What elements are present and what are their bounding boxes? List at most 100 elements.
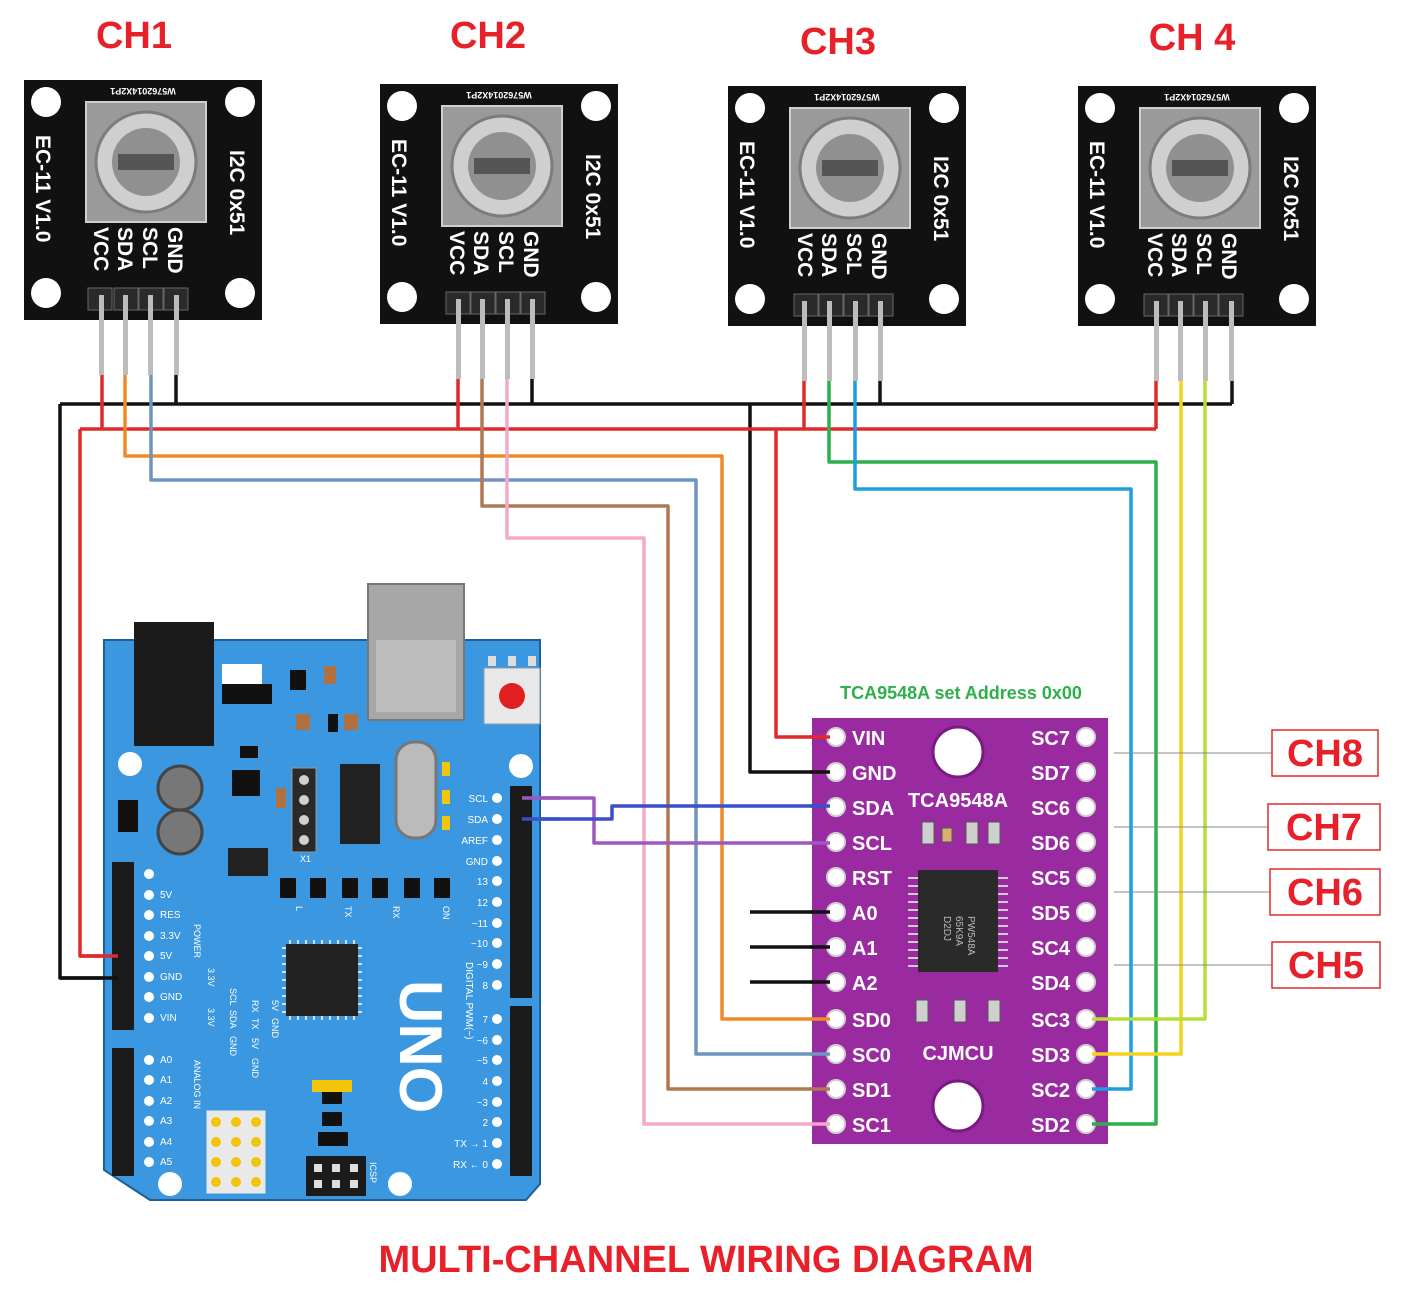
ch5-tag-box	[1271, 941, 1381, 989]
wire-ch1-sda	[123, 345, 830, 1021]
ch4-title: CH 4	[1149, 17, 1236, 59]
mux-pin-sc4: SC4	[1031, 938, 1071, 960]
power-pin-res: RES	[160, 910, 181, 921]
mount-hole	[225, 87, 255, 117]
analog-pin-a1: A1	[160, 1075, 173, 1086]
mux-pin-sd4: SD4	[1031, 973, 1071, 995]
pin-label-sda: SDA	[469, 231, 492, 275]
mux-pin-sc1: SC1	[852, 1115, 891, 1137]
mux-wire-ends	[810, 735, 1110, 1126]
capacitor	[156, 808, 204, 856]
digital-pin-0: RX ← 0	[453, 1160, 488, 1171]
mux-pin-sd2: SD2	[1031, 1115, 1070, 1137]
icsp-col-3-0: 5V	[270, 1000, 280, 1011]
digital-pin-2: 2	[482, 1118, 488, 1129]
pin-label-scl: SCL	[138, 227, 161, 269]
digital-pin-9: ~9	[477, 960, 489, 971]
power-pin-5v-2: 5V	[160, 951, 173, 962]
pin-label-sda: SDA	[113, 227, 136, 271]
mcu-chip	[286, 944, 358, 1016]
power-jack	[134, 622, 214, 746]
wire-ch3-scl	[853, 345, 1133, 1091]
digital-pin-13: 13	[477, 877, 489, 888]
ch2-title: CH2	[450, 15, 526, 57]
channel-titles: CH1 CH2 CH3 CH 4	[96, 15, 1235, 63]
wire-ch4-sda	[1086, 345, 1183, 1056]
icsp-col-1-2: GND	[228, 1036, 238, 1057]
pin-label-sda: SDA	[817, 233, 840, 277]
icsp-col-2-2: 5V	[250, 1038, 260, 1049]
module-address: I2C 0x51	[581, 154, 604, 240]
x1-label: X1	[300, 854, 311, 864]
mount-hole	[931, 1079, 985, 1133]
ch8-tag: CH8	[1287, 733, 1363, 775]
digital-header-top	[510, 786, 532, 998]
digital-pin-1: TX → 1	[454, 1139, 488, 1150]
mux-pin-vin: VIN	[852, 728, 885, 750]
mux-brand: CJMCU	[922, 1043, 993, 1065]
wire-ch4-scl	[1086, 345, 1207, 1021]
module-address: I2C 0x51	[929, 156, 952, 242]
channel-tags: CH8 CH7 CH6 CH5	[1267, 729, 1381, 989]
icsp-header	[306, 1156, 366, 1196]
mux-pin-sc5: SC5	[1031, 868, 1070, 890]
module-model: EC-11 V1.0	[387, 139, 410, 246]
mount-hole	[509, 754, 533, 778]
analog-pin-a4: A4	[160, 1137, 173, 1148]
part-number: W5762014X2P1	[814, 92, 880, 102]
wire-ch2-sda	[480, 345, 830, 1091]
mount-hole	[1085, 284, 1115, 314]
mux-pin-a1: A1	[852, 938, 878, 960]
power-pin-vin: VIN	[160, 1013, 177, 1024]
mount-hole	[225, 278, 255, 308]
digital-pin-8: 8	[482, 981, 488, 992]
led-label-rx: RX	[391, 906, 401, 919]
usb-chip	[340, 764, 380, 844]
ch5-tag: CH5	[1288, 945, 1364, 987]
mount-hole	[931, 725, 985, 779]
ch7-tag-box	[1267, 803, 1381, 851]
digital-pin-10: ~10	[471, 939, 488, 950]
digital-pin-12: 12	[477, 898, 489, 909]
mount-hole	[735, 93, 765, 123]
diagram-title: MULTI-CHANNEL WIRING DIAGRAM	[378, 1239, 1033, 1281]
analog-pin-a3: A3	[160, 1116, 173, 1127]
power-pin-5v: 5V	[160, 890, 173, 901]
pin-label-vcc: VCC	[89, 227, 112, 271]
mount-hole	[735, 284, 765, 314]
digital-pin-5: ~5	[477, 1056, 489, 1067]
mux-caption: TCA9548A set Address 0x00	[840, 683, 1082, 703]
ch6-tag-box	[1269, 868, 1381, 916]
led-label-l: L	[294, 906, 304, 911]
pins	[1154, 301, 1234, 381]
mount-hole	[31, 87, 61, 117]
pin-label-gnd: GND	[867, 233, 890, 280]
digital-pin-7: 7	[482, 1015, 488, 1026]
icsp-col-2-3: GND	[250, 1058, 260, 1079]
mux-pin-scl: SCL	[852, 833, 892, 855]
pin-label-scl: SCL	[842, 233, 865, 275]
power-pin-gnd-2: GND	[160, 992, 182, 1003]
mux-pin-sd0: SD0	[852, 1010, 891, 1032]
digital-pin-scl: SCL	[469, 794, 489, 805]
mount-hole	[387, 91, 417, 121]
analog-header	[112, 1048, 134, 1176]
mux-pin-sd6: SD6	[1031, 833, 1070, 855]
power-header	[112, 862, 134, 1030]
ic-marking-2: D2DJ	[941, 916, 952, 941]
part-number: W5762014X2P1	[1164, 92, 1230, 102]
channel-pointer-lines	[1114, 752, 1272, 966]
ch8-tag-box	[1271, 729, 1379, 777]
power-pin-gnd: GND	[160, 972, 182, 983]
power-pin-3v3: 3.3V	[160, 931, 181, 942]
ch3-title: CH3	[800, 21, 876, 63]
digital-pin-aref: AREF	[461, 836, 488, 847]
led-label-on: ON	[441, 906, 451, 920]
mux-pin-rst: RST	[852, 868, 892, 890]
tca9548a-board: TCA9548A PW548A 65K9A D2DJ CJMCU VIN GND…	[812, 718, 1108, 1144]
analog-pin-a2: A2	[160, 1096, 173, 1107]
module-address: I2C 0x51	[1279, 156, 1302, 242]
mux-chip-label: TCA9548A	[908, 790, 1008, 812]
mount-hole	[929, 93, 959, 123]
mux-pin-a0: A0	[852, 903, 878, 925]
